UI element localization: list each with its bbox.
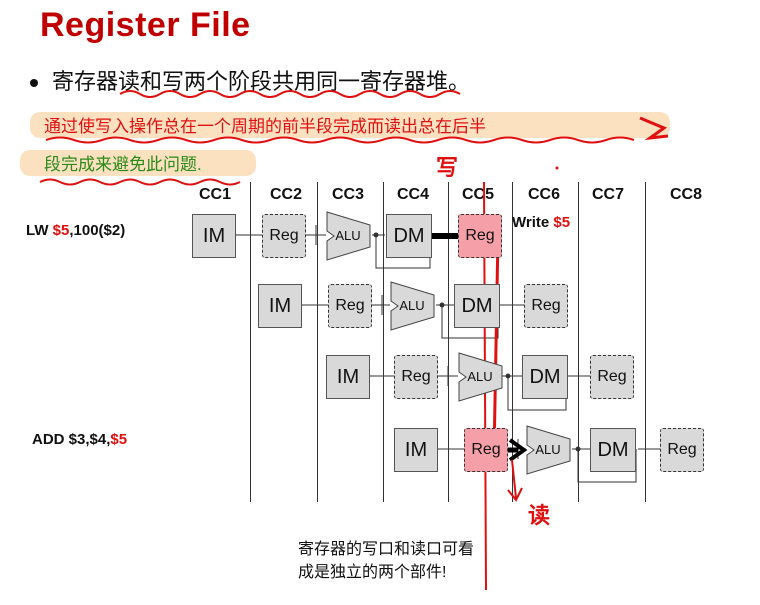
stage-alu: ALU [390,281,438,331]
alu-label: ALU [467,368,493,384]
stage-im: IM [258,284,302,328]
instr-add-reg: $5 [110,431,128,448]
instr-add-prefix: ADD $3,$4, [32,431,111,448]
alu-label: ALU [335,227,361,243]
cycle-label-cc8: CC8 [669,186,702,203]
cycle-label-cc3: CC3 [331,186,364,203]
stage-reg: Reg [660,428,704,472]
caption: 寄存器的写口和读口可看成是独立的两个部件! [298,538,474,584]
note-line-1: 通过使写入操作总在一个周期的前半段完成而读出总在后半 [44,117,486,136]
handwritten-read: 读 [528,503,551,529]
cycle-divider [448,182,449,502]
cycle-divider [317,182,318,502]
stage-dm: DM [522,355,568,399]
write-label-prefix: Write [512,214,554,231]
instr-lw-suffix: ,100($2) [69,222,126,239]
handwritten-write: 写 [436,155,459,181]
stage-reg: Reg [524,284,568,328]
stage-reg-read: Reg [464,428,508,472]
instr-lw-reg: $5 [52,222,70,239]
stage-reg: Reg [394,355,438,399]
stage-im: IM [326,355,370,399]
stage-im: IM [192,214,236,258]
cycle-divider [578,182,579,502]
cycle-label-cc7: CC7 [591,186,624,203]
stage-im: IM [394,428,438,472]
note-highlight-1 [30,112,670,138]
instruction-label-lw: LW $5,100($2) [26,222,125,239]
stage-dm: DM [590,428,636,472]
alu-label: ALU [399,297,425,313]
note-highlight-2 [20,150,256,176]
cycle-label-cc2: CC2 [269,186,302,203]
stage-alu: ALU [326,211,374,261]
cycle-divider [383,182,384,502]
bullet-dot-icon [30,79,38,88]
cycle-divider [645,182,646,502]
caption-line-2: 成是独立的两个部件! [298,564,447,581]
stage-reg: Reg [328,284,372,328]
bullet-text: 寄存器读和写两个阶段共用同一寄存器堆。 [52,69,471,94]
slide-title: Register File [40,6,251,44]
note-line-2: 段完成来避免此问题. [44,155,202,174]
caption-line-1: 寄存器的写口和读口可看 [298,541,475,558]
bullet-point: 寄存器读和写两个阶段共用同一寄存器堆。 [30,64,470,96]
cycle-label-cc6: CC6 [527,186,560,203]
write-label: Write $5 [512,214,570,231]
stage-alu: ALU [526,425,574,475]
cycle-divider [250,182,251,502]
cycle-label-cc5: CC5 [461,186,494,203]
stage-alu: ALU [458,352,506,402]
instr-lw-prefix: LW [26,222,53,239]
stage-reg: Reg [590,355,634,399]
cycle-divider [512,182,513,502]
stage-reg-write: Reg [458,214,502,258]
cycle-label-cc1: CC1 [198,186,231,203]
stage-dm: DM [454,284,500,328]
write-label-reg: $5 [553,214,571,231]
instruction-label-add: ADD $3,$4,$5 [32,431,127,448]
alu-label: ALU [535,441,561,457]
stage-reg: Reg [262,214,306,258]
cycle-label-cc4: CC4 [396,186,429,203]
stage-dm: DM [386,214,432,258]
